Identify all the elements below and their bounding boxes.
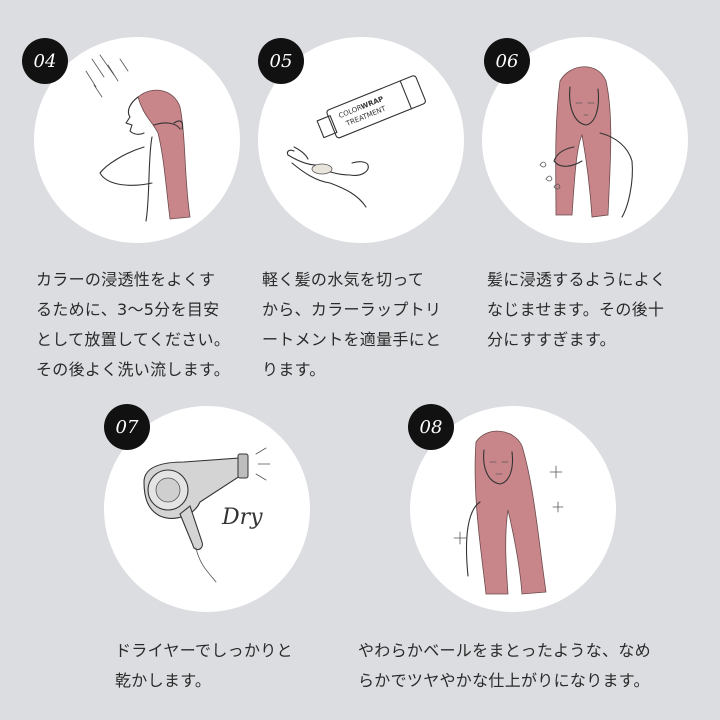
- illustration-finished-hair: [410, 406, 616, 612]
- step-number-badge: 07: [104, 404, 150, 450]
- illustration-rinse: [34, 37, 240, 243]
- step-description: やわらかベールをまとったような、なめ らかでツヤやかな仕上がりになります。: [358, 641, 651, 690]
- step-number-badge: 08: [408, 404, 454, 450]
- step-number-badge: 06: [484, 38, 530, 84]
- illustration-apply: [482, 37, 688, 243]
- step-number-badge: 04: [22, 38, 68, 84]
- step-description: 軽く髪の水気を切って から、カラーラップトリ ートメントを適量手にと ります。: [262, 270, 442, 379]
- step-description: カラーの浸透性をよくす るために、3〜5分を目安 として放置してください。 その…: [36, 270, 231, 379]
- step-number-badge: 05: [258, 38, 304, 84]
- step-description: ドライヤーでしっかりと 乾かします。: [115, 641, 293, 690]
- step-description: 髪に浸透するようによく なじませます。その後十 分にすすぎます。: [487, 270, 667, 349]
- dryer-label: Dry: [221, 505, 263, 530]
